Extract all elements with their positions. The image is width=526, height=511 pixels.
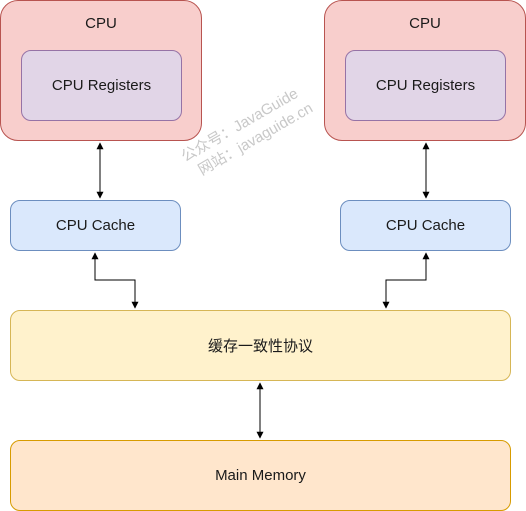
- cpu-cache-label-right: CPU Cache: [385, 217, 466, 234]
- cpu-registers-label-right: CPU Registers: [375, 77, 476, 94]
- cpu-registers-right: CPU Registers: [345, 50, 506, 121]
- cpu-cache-right: CPU Cache: [340, 200, 511, 251]
- cache-coherence-protocol-box: 缓存一致性协议: [10, 310, 511, 381]
- arrow-cache-left-protocol: [91, 252, 139, 309]
- cpu-registers-label-left: CPU Registers: [51, 77, 152, 94]
- cpu-cache-left: CPU Cache: [10, 200, 181, 251]
- cpu-title-left: CPU: [85, 15, 117, 32]
- cpu-box-right: CPU CPU Registers: [324, 0, 526, 141]
- arrow-cache-right-protocol: [382, 252, 430, 309]
- cpu-cache-label-left: CPU Cache: [55, 217, 136, 234]
- cpu-title-right: CPU: [409, 15, 441, 32]
- cpu-box-left: CPU CPU Registers: [0, 0, 202, 141]
- main-memory-label: Main Memory: [215, 467, 306, 484]
- cpu-registers-left: CPU Registers: [21, 50, 182, 121]
- cache-coherence-protocol-label: 缓存一致性协议: [207, 338, 313, 355]
